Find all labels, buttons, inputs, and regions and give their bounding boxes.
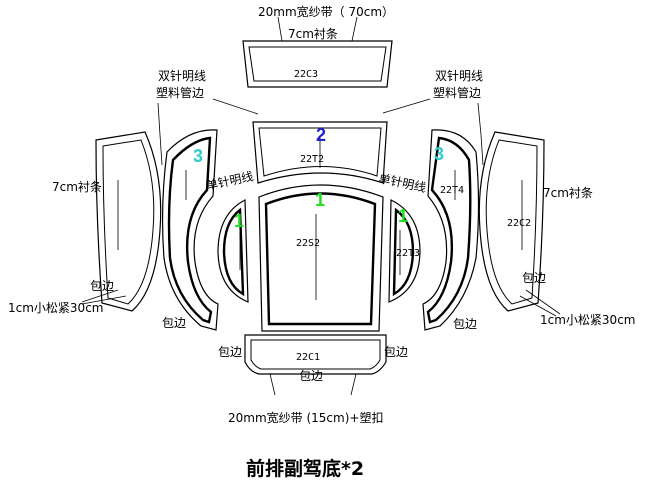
number-t2: 2 [316,125,326,145]
double-stitch-right-1: 双针明线 [435,68,483,83]
binding-bottom-left-label: 包边 [218,345,242,359]
top-band-label: 20mm宽纱带（ 70cm） [258,4,394,19]
piece-22c1: 22C1 [244,334,387,396]
piece-code-22t3: 22T3 [396,248,420,259]
loose-right-label: 1cm小松紧30cm [540,313,635,327]
piece-left-lining [95,131,162,312]
binding-left-inner-label: 包边 [162,316,186,330]
piece-code-22t2: 22T2 [300,154,324,165]
binding-right-inner-label: 包边 [453,317,477,331]
number-left-small: 1 [234,211,244,231]
double-stitch-left-1: 双针明线 [158,68,206,83]
bottom-band-label: 20mm宽纱带 (15cm)+塑扣 [228,410,383,425]
single-stitch-left-label: 单针明线 [205,168,255,193]
number-left-arc: 3 [193,146,203,166]
lining-left-label: 7cm衬条 [52,180,102,194]
binding-bottom-center-label: 包边 [299,369,323,383]
number-s2: 1 [315,190,325,210]
piece-22t3: 22T3 [388,199,421,303]
piece-22c2: 22C2 [478,131,545,312]
piece-22c3: 22C3 [242,16,393,88]
piece-code-22c1: 22C1 [296,352,320,363]
piece-22s2: 22S2 [258,184,384,332]
lining-right-label: 7cm衬条 [543,186,593,200]
piece-code-22t4: 22T4 [440,185,464,196]
binding-left-outer-label: 包边 [90,279,114,293]
piece-left-small [217,199,249,303]
piece-code-22c3: 22C3 [294,69,318,80]
number-right-arc: 3 [434,144,444,164]
double-stitch-right-2: 塑料管边 [433,85,481,100]
number-right-small: 1 [398,206,408,226]
piece-22t4: 22T4 [422,129,480,331]
piece-left-arc [161,129,219,331]
binding-right-outer-label: 包边 [522,271,546,285]
piece-22t2: 22T2 [252,121,388,184]
piece-code-22c2: 22C2 [507,218,531,229]
double-stitch-left-2: 塑料管边 [156,85,204,100]
binding-bottom-right-label: 包边 [384,345,408,359]
piece-code-22s2: 22S2 [296,238,320,249]
loose-left-label: 1cm小松紧30cm [8,301,103,315]
diagram-title: 前排副驾底*2 [246,457,364,480]
top-lining-label: 7cm衬条 [288,27,338,41]
single-stitch-right-label: 单针明线 [377,170,427,195]
